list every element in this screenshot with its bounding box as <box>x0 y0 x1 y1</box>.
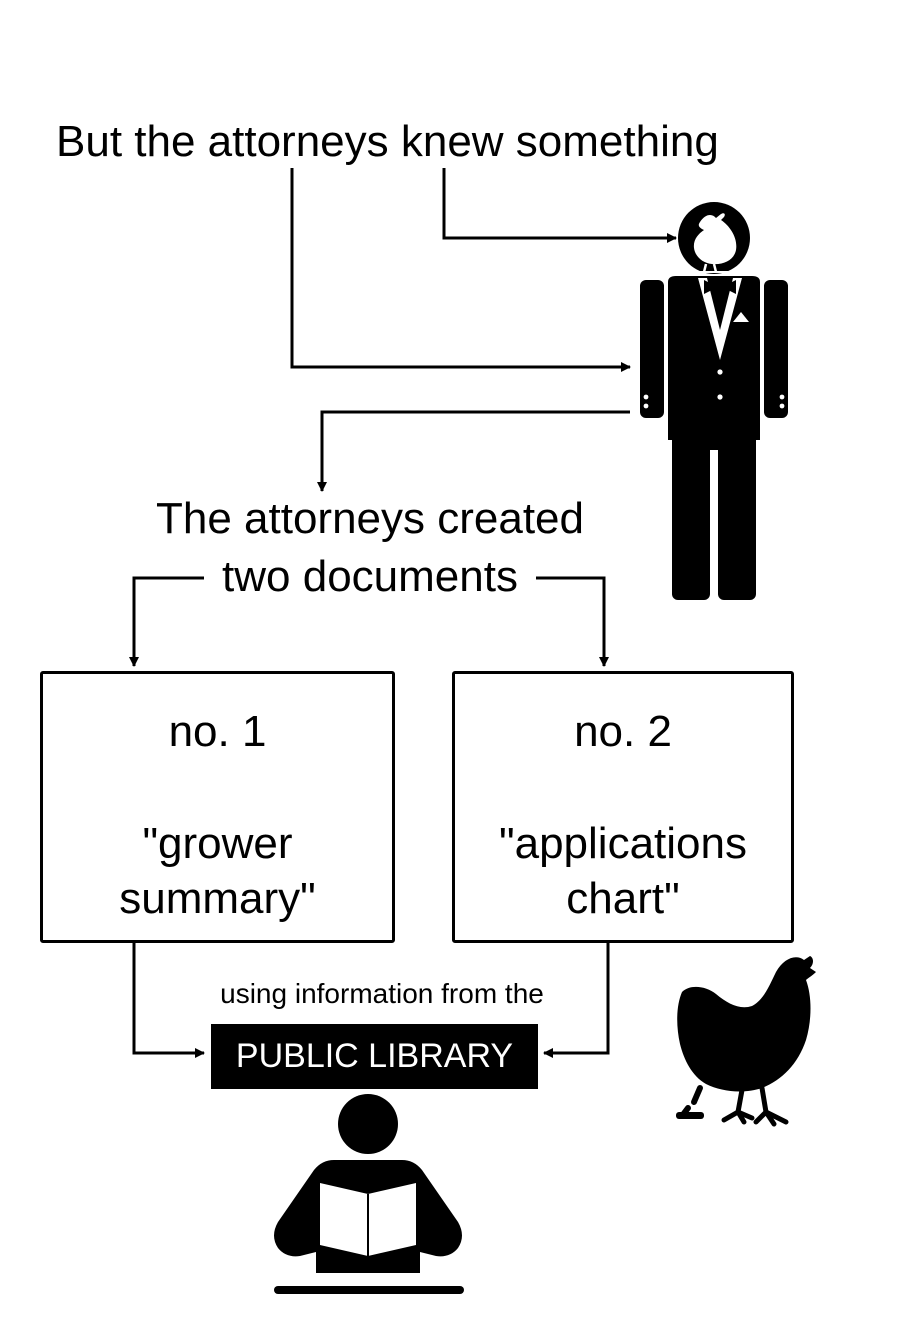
chicken-head-icon <box>678 202 750 274</box>
document-name-line1: "grower <box>142 819 293 868</box>
public-library-label: PUBLIC LIBRARY <box>211 1024 538 1089</box>
created-caption-line2-text: two documents <box>216 552 524 601</box>
arrow-created-to-doc1 <box>129 576 204 667</box>
document-name-line1: "applications <box>499 819 747 868</box>
document-box-1: no. 1 "grower summary" <box>40 671 395 943</box>
document-name: "grower summary" <box>43 816 392 926</box>
arrow-created-to-doc2 <box>536 576 609 667</box>
document-name-line2: chart" <box>566 874 680 923</box>
document-name-line2: summary" <box>119 874 316 923</box>
arrow-attorney-to-created <box>317 410 630 492</box>
arrow-doc1-to-library <box>132 943 205 1058</box>
document-name: "applications chart" <box>455 816 791 926</box>
arrow-attorneys-to-body <box>290 168 631 372</box>
arrow-doc2-to-library <box>543 943 610 1058</box>
created-caption-line2: two documents <box>0 552 740 601</box>
document-number: no. 1 <box>168 707 267 756</box>
source-intro-text: using information from the <box>220 978 544 1009</box>
arrow-knew-to-head <box>442 168 677 243</box>
document-box-2: no. 2 "applications chart" <box>452 671 794 943</box>
document-number: no. 2 <box>574 707 672 756</box>
headline: But the attorneys knew something <box>56 117 719 166</box>
created-caption-line1: The attorneys created <box>155 494 584 543</box>
